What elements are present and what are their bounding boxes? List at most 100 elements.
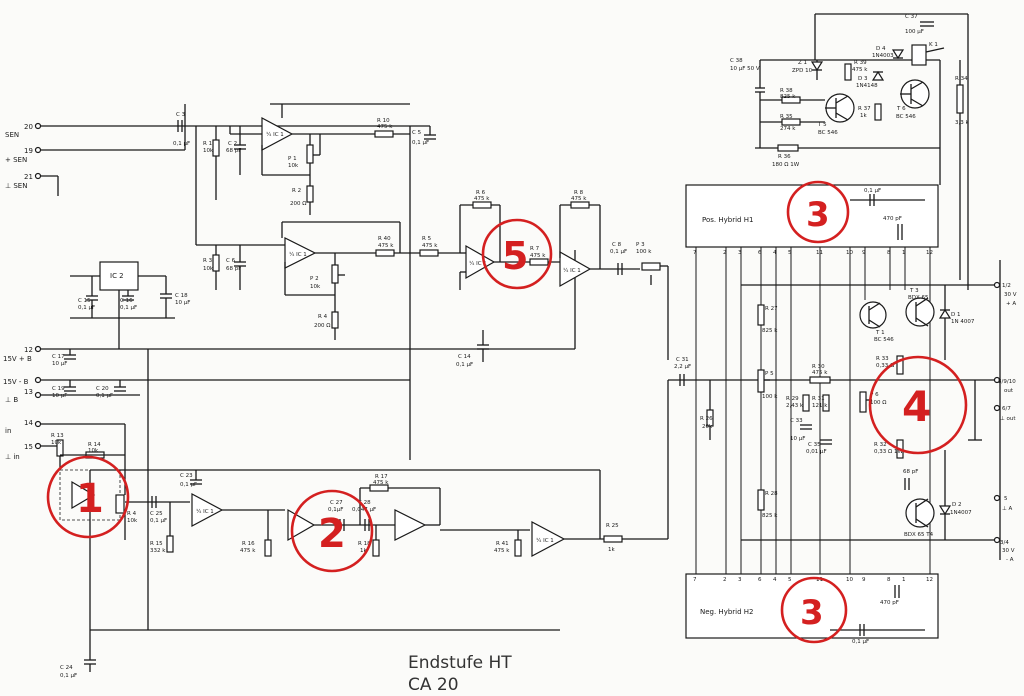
svg-text:10k: 10k — [88, 448, 99, 454]
svg-text:R 5: R 5 — [422, 236, 432, 242]
protection-circuit: C 38 10 µF 50 V Z 1 ZPD 10 R 39 475 k D … — [730, 13, 969, 290]
svg-text:R 4: R 4 — [318, 314, 328, 320]
svg-text:¼ IC 1: ¼ IC 1 — [469, 261, 487, 267]
svg-text:475 k: 475 k — [494, 548, 510, 554]
svg-text:R 41: R 41 — [496, 541, 509, 547]
svg-text:R 17: R 17 — [375, 474, 388, 480]
opamp-ic1b: ¼ IC 1 — [284, 237, 317, 269]
svg-text:R 37: R 37 — [858, 106, 871, 112]
right-terminals: 1/2 30 V + A 8/9/10 out 6/7 ⊥ out 5 ⊥ A … — [993, 260, 1017, 563]
svg-text:R 26: R 26 — [700, 416, 713, 422]
svg-text:0,1 µF: 0,1 µF — [120, 305, 137, 311]
svg-text:0,33 Ω 1W: 0,33 Ω 1W — [874, 449, 903, 455]
terminal-label: ⊥ in — [5, 453, 20, 461]
svg-text:0,33 Ω: 0,33 Ω — [876, 363, 894, 369]
opamp-ic1f: ¼ IC 1 — [191, 493, 224, 527]
resistor-r31: R 31 121 k — [812, 394, 830, 412]
svg-text:10k: 10k — [51, 440, 62, 446]
svg-text:200 Ω: 200 Ω — [314, 323, 330, 329]
svg-text:30 V: 30 V — [1002, 548, 1015, 554]
svg-text:10 µF: 10 µF — [175, 300, 190, 306]
opamp-ic1i: ¼ IC 1 — [531, 521, 566, 557]
svg-text:0,1 µF: 0,1 µF — [173, 141, 190, 147]
svg-text:R 6: R 6 — [476, 190, 486, 196]
svg-text:2: 2 — [723, 250, 727, 256]
svg-text:0,1 µF: 0,1 µF — [864, 188, 881, 194]
svg-text:1k: 1k — [360, 548, 367, 554]
svg-text:0,1 µF: 0,1 µF — [180, 482, 197, 488]
transistor-t1: T 1 BC 546 — [859, 301, 894, 343]
svg-text:7: 7 — [693, 250, 697, 256]
opamp-ic1c: ¼ IC 1 — [465, 244, 496, 280]
svg-text:⊥ out: ⊥ out — [1000, 416, 1016, 422]
svg-text:P 2: P 2 — [310, 276, 319, 282]
svg-text:1N4007: 1N4007 — [950, 510, 972, 516]
svg-text:9: 9 — [862, 577, 866, 583]
svg-text:10 µF 50 V: 10 µF 50 V — [730, 66, 760, 72]
svg-text:C 19: C 19 — [52, 386, 65, 392]
svg-text:475 k: 475 k — [240, 548, 256, 554]
hybrid-pin-bus — [695, 247, 931, 574]
svg-text:6/7: 6/7 — [1002, 406, 1011, 412]
svg-text:T 5: T 5 — [817, 122, 827, 128]
hybrid-label: Neg. Hybrid H2 — [700, 608, 754, 616]
svg-text:- A: - A — [1006, 557, 1014, 563]
capacitor-c2: C 2 68 pF — [226, 126, 246, 175]
potentiometer-p1: P 1 10k — [288, 134, 321, 190]
svg-text:274 k: 274 k — [780, 126, 796, 132]
resistor-r4: R 4 200 Ω — [314, 311, 339, 340]
svg-text:1N 4007: 1N 4007 — [951, 319, 975, 325]
svg-text:D 3: D 3 — [858, 76, 868, 82]
wiring-left — [41, 103, 576, 660]
svg-text:0,01 µF: 0,01 µF — [806, 449, 827, 455]
svg-text:C 15: C 15 — [78, 298, 91, 304]
resistor-r18: R 18 1k — [358, 525, 380, 557]
resistor-r26: R 26 20k — [700, 380, 714, 440]
svg-text:0,1 µF: 0,1 µF — [610, 249, 627, 255]
opamp-ic1d: ¼ IC 1 — [559, 250, 592, 288]
svg-text:out: out — [1004, 388, 1014, 394]
capacitor-68pf: 68 pF — [903, 469, 918, 490]
svg-text:BDX 65 T4: BDX 65 T4 — [904, 532, 934, 538]
svg-text:5: 5 — [788, 577, 792, 583]
svg-text:825 k: 825 k — [762, 328, 778, 334]
resistor-r2: R 2 200 Ω — [290, 185, 314, 215]
svg-text:R 31: R 31 — [812, 396, 825, 402]
svg-text:6: 6 — [758, 577, 762, 583]
svg-text:C 31: C 31 — [676, 357, 689, 363]
capacitor-c14: C 14 0,1 µF — [456, 330, 489, 368]
resistor-r28: R 28 825 k — [757, 489, 778, 519]
svg-text:7: 7 — [693, 577, 697, 583]
svg-text:200 Ω: 200 Ω — [290, 201, 306, 207]
svg-text:C 37: C 37 — [905, 14, 918, 20]
svg-text:BDX 65: BDX 65 — [908, 295, 929, 301]
svg-text:475 k: 475 k — [373, 480, 389, 486]
resistor-r13: R 13 10k — [51, 433, 64, 457]
svg-text:1k: 1k — [608, 547, 615, 553]
terminal-14 — [34, 420, 42, 428]
svg-text:D 1: D 1 — [951, 312, 960, 318]
svg-text:825 k: 825 k — [762, 513, 778, 519]
svg-text:¼ IC 1: ¼ IC 1 — [563, 268, 581, 274]
svg-text:10k: 10k — [310, 284, 321, 290]
terminal-15 — [34, 442, 42, 450]
svg-text:C 14: C 14 — [458, 354, 471, 360]
pos-hybrid-h1: Pos. Hybrid H1 0,1 µF 470 pF — [685, 184, 939, 248]
capacitor-c3: C 3 0,1 µF — [173, 112, 190, 147]
svg-text:475 k: 475 k — [377, 124, 393, 130]
terminal-19 — [34, 146, 42, 154]
svg-text:2,2 µF: 2,2 µF — [674, 364, 691, 370]
svg-text:5: 5 — [788, 250, 792, 256]
svg-text:R 30: R 30 — [812, 364, 825, 370]
svg-text:C 33: C 33 — [790, 418, 803, 424]
svg-text:10 µF: 10 µF — [52, 393, 67, 399]
svg-text:1N4148: 1N4148 — [856, 83, 878, 89]
title-line-1: Endstufe HT — [408, 653, 512, 673]
terminal-15v-minus — [34, 376, 42, 384]
svg-text:12: 12 — [926, 250, 933, 256]
capacitor-c8: C 8 0,1 µF — [610, 242, 627, 275]
svg-text:C 28: C 28 — [358, 500, 371, 506]
svg-text:R 16: R 16 — [242, 541, 255, 547]
svg-text:68 pF: 68 pF — [226, 148, 241, 154]
svg-text:10k: 10k — [203, 266, 214, 272]
